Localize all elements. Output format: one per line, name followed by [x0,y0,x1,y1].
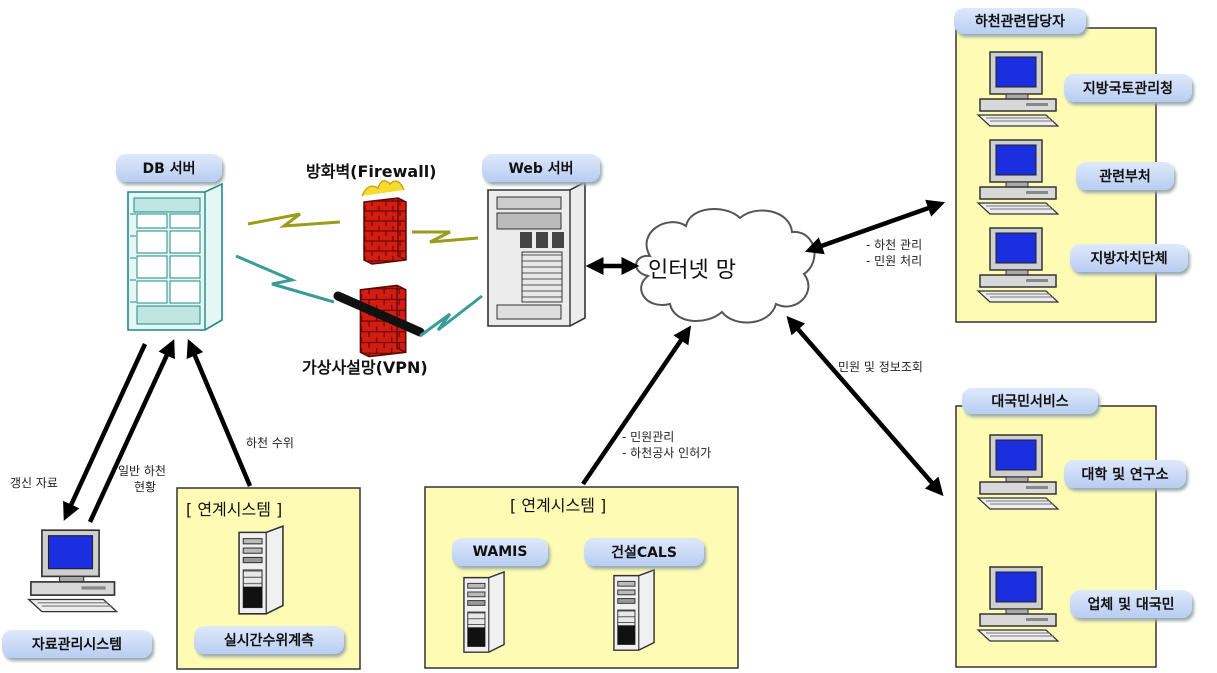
realtime-server-icon [238,525,284,615]
db-server-label: DB 서버 [116,154,222,182]
vpn-tunnel-icon [333,291,425,337]
wamis-server-icon [463,571,505,653]
linked-center-note-1: - 민원관리 [622,430,675,444]
river-status-note-2: 현황 [134,480,157,494]
water-level-note: 하천 수위 [246,436,294,450]
web-server-label: Web 서버 [482,154,600,182]
agency-link-note-1: - 하천 관리 [866,238,923,252]
firewall-icon [363,197,407,265]
linked-center-internet-arrow [581,325,692,486]
datamgmt-to-db-arrow [87,339,175,523]
river-status-note-1: 일반 하천 [118,464,166,478]
agency-item-2: 관련부처 [1076,162,1174,190]
citizen-service-title: 대국민서비스 [962,388,1098,414]
agency-link-note-2: - 민원 처리 [866,254,923,268]
citizen-link-note: 민원 및 정보조회 [838,360,923,374]
link-db-vpn-icon [235,254,335,304]
linked-left-db-arrow [186,339,253,487]
db-server-rack [127,182,223,331]
linked-center-note-2: - 하천공사 인허가 [622,446,712,460]
cals-server-icon [613,569,655,651]
vpn-label: 가상사설망(VPN) [302,358,428,377]
realtime-label: 실시간수위계측 [194,626,344,654]
river-agencies-title: 하천관련담당자 [954,8,1086,34]
internet-label: 인터넷 망 [648,258,736,283]
link-vpn-web-icon [419,294,483,338]
citizen-item-1: 대학 및 연구소 [1064,460,1186,488]
linked-left-title: [ 연계시스템 ] [186,500,283,519]
update-data-note: 갱신 자료 [10,476,58,490]
web-server [487,180,586,327]
firewall-label: 방화벽(Firewall) [306,162,437,181]
link-firewall-web-icon [412,230,479,244]
citizen-item-2: 업체 및 대국민 [1070,590,1192,618]
linked-center-title: [ 연계시스템 ] [510,496,607,515]
citizen-service-box [955,405,1157,668]
link-db-firewall-icon [247,212,341,228]
datamgmt-computer-icon [27,529,118,613]
wamis-label: WAMIS [452,538,548,566]
db-to-datamgmt-arrow [63,343,148,521]
agency-item-1: 지방국토관리청 [1064,74,1192,102]
internet-agencies-arrow [804,199,946,255]
internet-citizen-arrow [786,315,944,497]
internet-cloud [635,207,816,324]
agency-item-3: 지방자치단체 [1070,244,1188,272]
data-mgmt-label: 자료관리시스템 [2,630,152,658]
cals-label: 건설CALS [584,538,704,566]
